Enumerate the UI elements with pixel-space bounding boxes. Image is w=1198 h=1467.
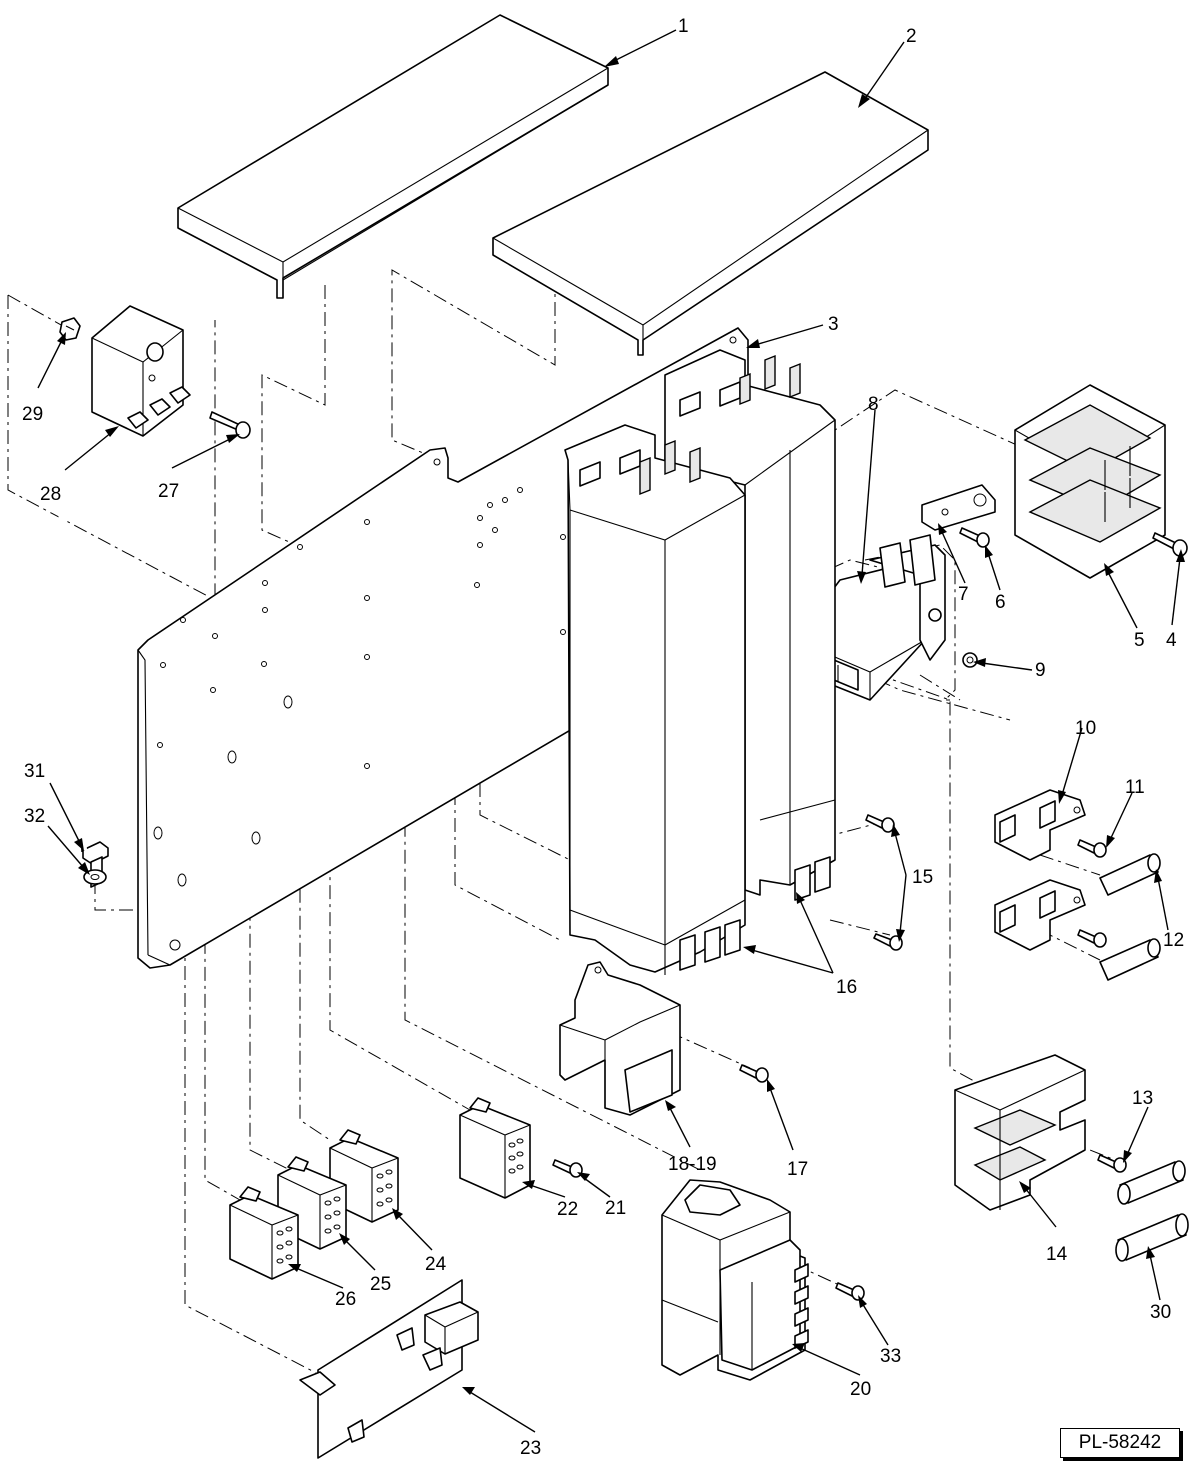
part-16-contactors [564,349,836,975]
drawing-number-box: PL-58242 [1060,1428,1180,1458]
part-17-screw [739,1064,769,1083]
part-2-cover [492,71,929,356]
part-21-screw [552,1159,583,1178]
callout-8: 8 [868,394,879,415]
part-32-washer [83,869,107,885]
part-27-screw [209,411,251,439]
callout-32: 32 [24,806,45,827]
part-1-top-cover [177,14,609,299]
callout-15: 15 [912,867,933,888]
callout-7: 7 [958,584,969,605]
part-10-fuse-holder-lower [994,879,1086,951]
part-22-relay [459,1097,531,1199]
callout-24: 24 [425,1254,447,1275]
callout-2: 2 [906,26,917,47]
part-14-fuse-block [954,1054,1086,1211]
callout-14: 14 [1046,1244,1068,1265]
callout-30: 30 [1150,1302,1171,1323]
callout-17: 17 [787,1159,808,1180]
callout-12: 12 [1163,930,1184,951]
part-12-fuses [1099,853,1161,981]
callout-5: 5 [1134,630,1145,651]
callout-22: 22 [557,1199,578,1220]
callout-29: 29 [22,404,43,425]
part-15-screws [865,814,903,951]
part-6-screw [959,527,990,548]
callout-10: 10 [1075,718,1096,739]
callout-13: 13 [1132,1088,1153,1109]
callout-31: 31 [24,761,45,782]
callout-16: 16 [836,977,857,998]
part-33-screw [835,1282,865,1301]
callout-labels: 1 2 3 4 5 6 7 8 9 10 11 12 13 14 15 16 1… [22,16,1184,1459]
part-23-circuit-board [299,1279,479,1459]
callout-9: 9 [1035,660,1046,681]
part-20-transformer [661,1179,809,1381]
callout-25: 25 [370,1274,391,1295]
part-5-terminal-block [1014,384,1166,579]
part-7-bracket [921,484,996,531]
callout-20: 20 [850,1379,871,1400]
part-10-fuse-holder [994,789,1086,861]
part-18-19-transformer [559,961,681,1116]
callout-18-19: 18-19 [668,1154,717,1175]
callout-1: 1 [678,16,689,37]
callout-11: 11 [1125,777,1145,798]
part-13-screw [1097,1154,1127,1173]
callout-4: 4 [1166,630,1177,651]
drawing-number: PL-58242 [1078,1432,1162,1453]
leader-lines-31-32 [47,379,90,875]
part-30-fuses [1115,1160,1189,1262]
part-28-control-box [91,305,191,437]
callout-3: 3 [828,314,839,335]
part-26-relay [229,1186,299,1280]
callout-23: 23 [520,1438,541,1459]
part-9-nut [962,652,978,668]
callout-33: 33 [880,1346,901,1367]
callout-28: 28 [40,484,61,505]
callout-6: 6 [995,592,1006,613]
callout-27: 27 [158,481,179,502]
part-11-screw [1077,839,1107,948]
part-24-relay [329,1129,399,1223]
callout-21: 21 [605,1198,626,1219]
callout-26: 26 [335,1289,356,1310]
